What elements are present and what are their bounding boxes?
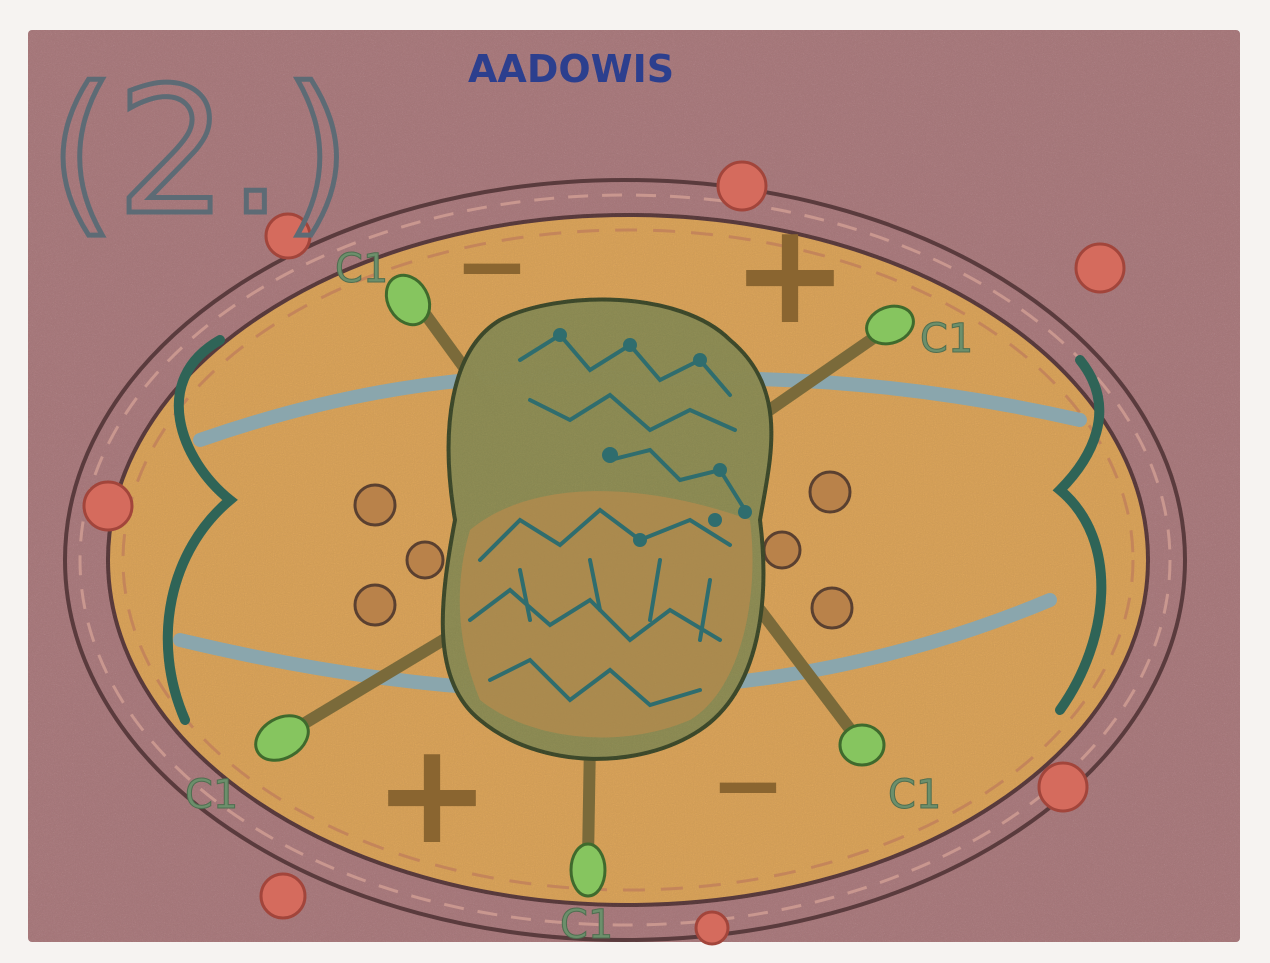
organelle-dot xyxy=(764,532,800,568)
bead xyxy=(84,482,132,530)
organelle-dot xyxy=(355,485,395,525)
c1-label: C1 xyxy=(920,316,973,362)
minus-symbol: − xyxy=(710,733,785,838)
minus-symbol: − xyxy=(454,214,529,319)
plus-symbol: + xyxy=(373,713,490,876)
organelle-dot xyxy=(407,542,443,578)
drawing-number: (2.) xyxy=(48,51,352,254)
c1-label: C1 xyxy=(560,902,613,948)
organelle-dot xyxy=(812,588,852,628)
leaf xyxy=(571,844,605,896)
bead xyxy=(696,912,728,944)
plus-symbol: + xyxy=(731,193,848,356)
leaf xyxy=(840,725,884,765)
bead xyxy=(1039,763,1087,811)
author-name: AADOWIS xyxy=(468,47,674,91)
c1-label: C1 xyxy=(888,772,941,818)
bead xyxy=(261,874,305,918)
bead xyxy=(1076,244,1124,292)
organelle-dot xyxy=(810,472,850,512)
c1-label: C1 xyxy=(185,772,238,818)
organelle-dot xyxy=(355,585,395,625)
